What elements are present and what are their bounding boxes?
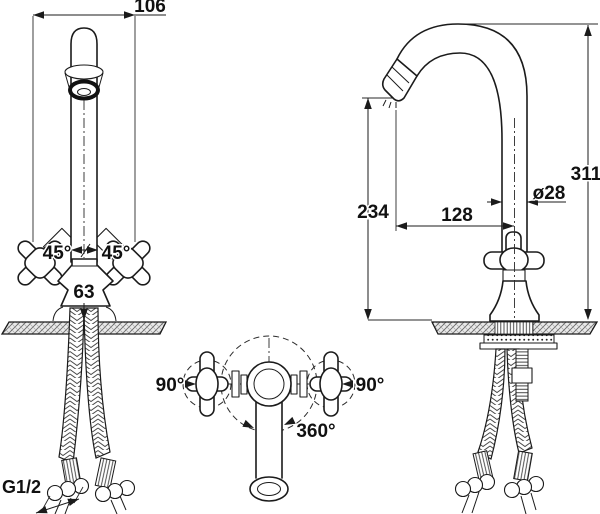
- side-left-fitting: [454, 450, 496, 514]
- dim-106: 106: [33, 0, 167, 19]
- dim-234: 234: [356, 98, 391, 320]
- left-valve-collar-inner: [240, 374, 248, 395]
- mounting-gasket: [483, 334, 555, 344]
- side-right-fitting: [503, 450, 545, 514]
- dim-diameter: ø28: [487, 182, 567, 206]
- front-left-fitting: [46, 457, 90, 514]
- rotate-right-label: 90°: [356, 375, 385, 396]
- front-view: 106 45° 45° 63 G1/2: [1, 0, 167, 514]
- front-base-flange: [52, 306, 117, 322]
- rotate-left-label: 90°: [156, 375, 185, 396]
- top-view: 90° 90° 360°: [154, 335, 386, 502]
- side-hose-left: [477, 348, 506, 460]
- dim-106-label: 106: [134, 0, 166, 17]
- dim-234-label: 234: [357, 202, 389, 223]
- front-body: [57, 258, 114, 307]
- front-right-handle: [92, 227, 151, 286]
- thread-label: G1/2: [2, 477, 41, 497]
- side-handle: [483, 231, 545, 322]
- angle-right-label: 45°: [102, 243, 131, 264]
- front-aerator: [64, 64, 104, 101]
- left-valve-collar: [231, 370, 240, 398]
- dim-diameter-label: ø28: [533, 183, 566, 204]
- shank-through-counter: [494, 321, 534, 335]
- side-view: 234 311 128 ø28: [356, 23, 600, 514]
- dim-thread: G1/2: [1, 476, 84, 514]
- dim-63: 63: [72, 281, 96, 320]
- spout-tip: [381, 58, 418, 109]
- spout-inner-curve: [416, 52, 503, 253]
- dim-45-left: 45°: [41, 242, 98, 266]
- right-valve-collar: [299, 370, 308, 398]
- mounting-plate: [479, 342, 558, 350]
- dim-128: 128: [396, 204, 514, 230]
- swivel-label: 360°: [296, 421, 335, 442]
- top-body-inner-circle: [253, 368, 285, 400]
- top-left-handle: [185, 351, 229, 417]
- front-left-handle: [17, 227, 76, 286]
- spout-outer-curve: [396, 23, 528, 253]
- front-hose-right: [83, 307, 111, 459]
- water-flow-ticks-icon: [382, 99, 397, 109]
- dim-63-label: 63: [73, 282, 94, 303]
- top-body-circle: [246, 361, 292, 407]
- front-right-fitting: [94, 457, 136, 514]
- top-spout-outlet: [249, 476, 289, 502]
- right-valve-collar-inner: [290, 374, 298, 395]
- top-right-handle: [309, 351, 353, 417]
- mounting-nut: [511, 367, 533, 384]
- dim-311-label: 311: [571, 164, 600, 185]
- front-outlet-ring-icon: [68, 79, 100, 101]
- dim-311: 311: [569, 25, 600, 320]
- angle-left-label: 45°: [43, 243, 72, 264]
- dim-128-label: 128: [441, 205, 473, 226]
- top-spout-tube: [249, 400, 289, 502]
